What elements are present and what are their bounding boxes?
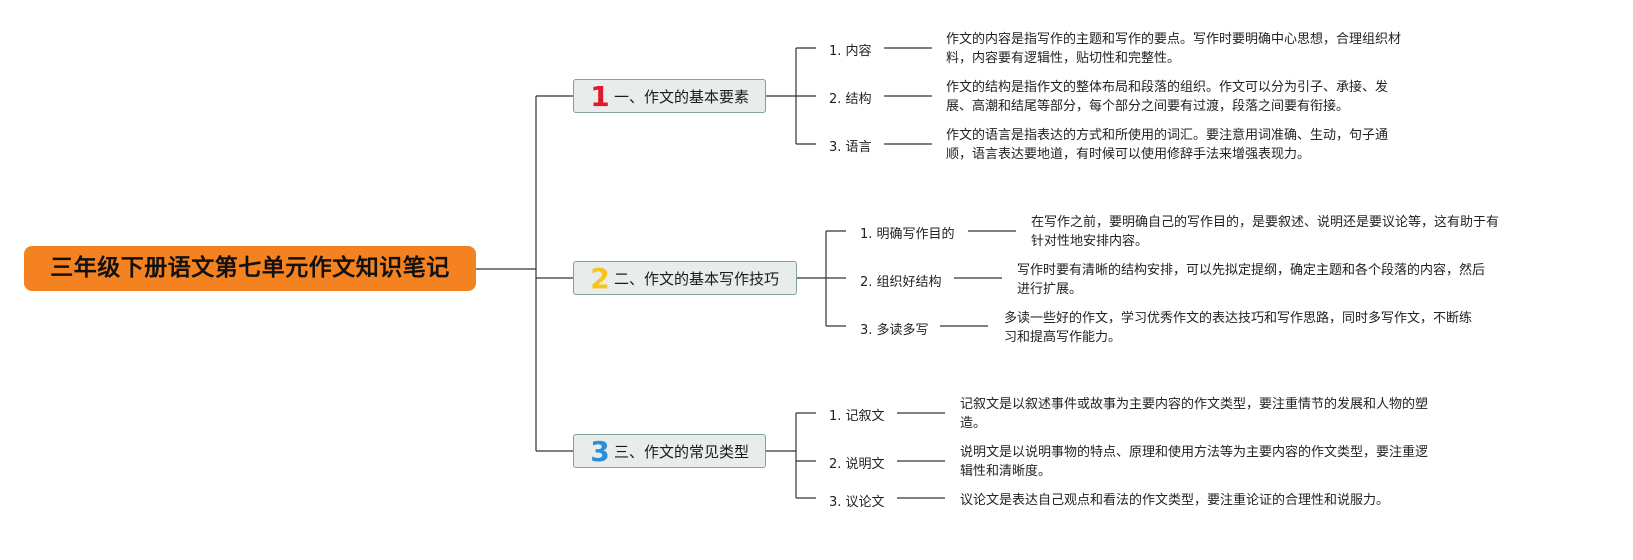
subtopic-language[interactable]: 3. 语言: [829, 140, 872, 155]
subtopic-expository[interactable]: 2. 说明文: [829, 457, 885, 472]
subtopic-read-write-more-desc: 多读一些好的作文，学习优秀作文的表达技巧和写作思路，同时多写作文，不断练习和提高…: [1004, 311, 1473, 345]
subtopic-organize-structure[interactable]: 2. 组织好结构: [860, 275, 942, 290]
subtopic-language-desc: 作文的语言是指表达的方式和所使用的词汇。要注意用词准确、生动，句子通顺，语言表达…: [946, 128, 1389, 162]
subtopic-argumentative-desc: 议论文是表达自己观点和看法的作文类型，要注重论证的合理性和说服力。: [960, 493, 1390, 508]
number-three-icon: 3: [590, 435, 610, 468]
subtopic-narrative[interactable]: 1. 记叙文: [829, 409, 885, 424]
subtopic-content[interactable]: 1. 内容: [829, 44, 872, 59]
root-topic[interactable]: 三年级下册语文第七单元作文知识笔记: [24, 246, 476, 291]
number-two-icon: 2: [590, 262, 610, 295]
branch-label: 二、作文的基本写作技巧: [614, 270, 780, 288]
subtopic-organize-structure-desc: 写作时要有清晰的结构安排，可以先拟定提纲，确定主题和各个段落的内容，然后进行扩展…: [1017, 263, 1486, 297]
branch-label: 三、作文的常见类型: [614, 443, 750, 461]
subtopic-content-desc: 作文的内容是指写作的主题和写作的要点。写作时要明确中心思想，合理组织材料，内容要…: [946, 32, 1402, 66]
subtopic-structure[interactable]: 2. 结构: [829, 92, 872, 107]
number-one-icon: 1: [590, 80, 610, 113]
subtopic-read-write-more[interactable]: 3. 多读多写: [860, 323, 929, 338]
branch-writing-skills[interactable]: 2 二、作文的基本写作技巧: [573, 261, 797, 295]
subtopic-structure-desc: 作文的结构是指作文的整体布局和段落的组织。作文可以分为引子、承接、发展、高潮和结…: [946, 80, 1389, 114]
branch-label: 一、作文的基本要素: [614, 88, 750, 106]
subtopic-clear-purpose[interactable]: 1. 明确写作目的: [860, 227, 955, 242]
branch-basic-elements[interactable]: 1 一、作文的基本要素: [573, 79, 766, 113]
subtopic-narrative-desc: 记叙文是以叙述事件或故事为主要内容的作文类型，要注重情节的发展和人物的塑造。: [960, 397, 1429, 431]
subtopic-argumentative[interactable]: 3. 议论文: [829, 495, 885, 510]
branch-common-types[interactable]: 3 三、作文的常见类型: [573, 434, 766, 468]
subtopic-clear-purpose-desc: 在写作之前，要明确自己的写作目的，是要叙述、说明还是要议论等，这有助于有针对性地…: [1031, 215, 1500, 249]
subtopic-expository-desc: 说明文是以说明事物的特点、原理和使用方法等为主要内容的作文类型，要注重逻辑性和清…: [960, 445, 1429, 479]
